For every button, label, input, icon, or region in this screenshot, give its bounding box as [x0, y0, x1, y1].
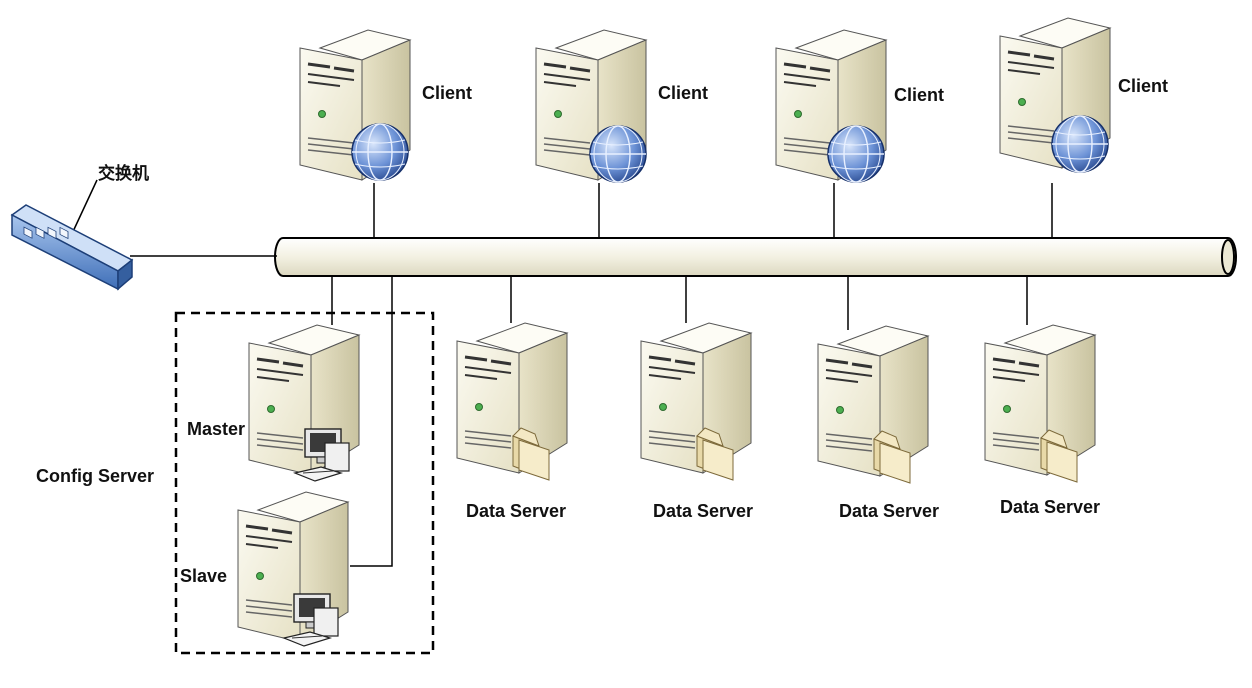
server-tower-icon — [983, 323, 1097, 477]
data-server-label-4: Data Server — [1000, 497, 1101, 517]
client-server-1[interactable] — [298, 28, 412, 182]
data-server-2[interactable] — [639, 321, 753, 481]
client-label-3: Client — [894, 85, 945, 105]
network-bus-pipe — [274, 237, 1237, 277]
client-server-3[interactable] — [774, 28, 888, 183]
slave-server[interactable] — [236, 490, 350, 647]
master-label: Master — [187, 419, 246, 439]
data-server-label-2: Data Server — [653, 501, 754, 521]
server-tower-icon — [639, 321, 753, 475]
server-tower-icon — [455, 321, 569, 475]
server-tower-icon — [816, 324, 930, 478]
client-label-1: Client — [422, 83, 473, 103]
client-server-2[interactable] — [534, 28, 648, 183]
master-server[interactable] — [247, 323, 361, 482]
switch-label: 交换机 — [98, 164, 149, 184]
globe-icon — [589, 125, 647, 183]
client-label-2: Client — [658, 83, 709, 103]
data-server-label-1: Data Server — [466, 501, 567, 521]
globe-icon — [827, 125, 885, 183]
slave-label: Slave — [180, 566, 228, 586]
data-server-4[interactable] — [983, 323, 1097, 483]
data-server-label-3: Data Server — [839, 501, 940, 521]
globe-icon — [351, 123, 409, 181]
data-server-3[interactable] — [816, 324, 930, 484]
network-switch-icon[interactable] — [10, 204, 134, 291]
config-server-group-box — [174, 311, 435, 655]
connection-lines — [69, 179, 1053, 567]
client-label-4: Client — [1118, 76, 1169, 96]
client-server-4[interactable] — [998, 16, 1112, 173]
data-server-1[interactable] — [455, 321, 569, 481]
globe-icon — [1051, 115, 1109, 173]
config-server-label: Config Server — [36, 466, 155, 486]
